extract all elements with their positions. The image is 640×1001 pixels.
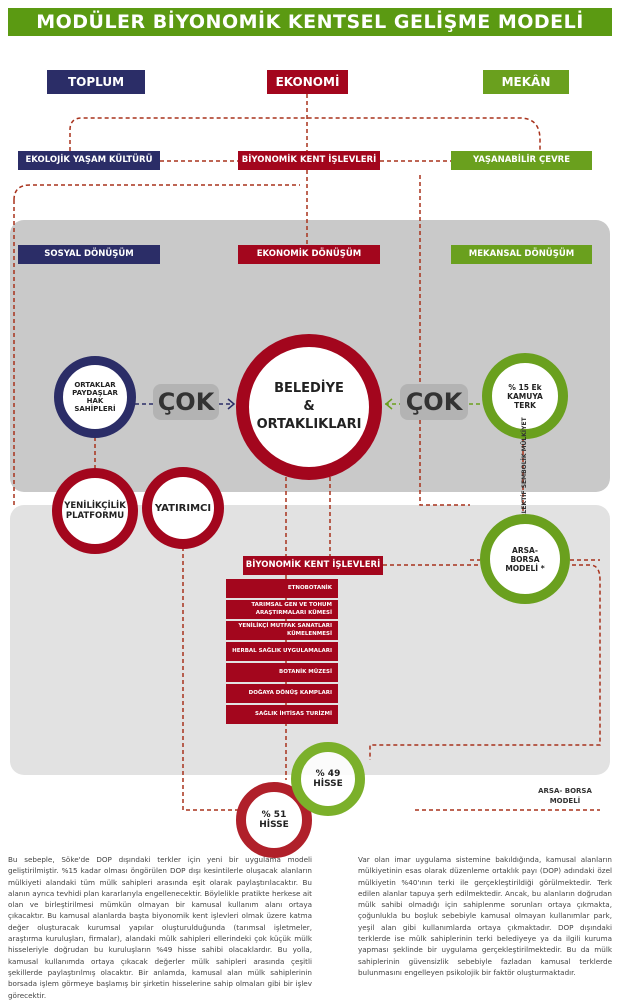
arsa-borsa-note: ARSA- BORSA MODELİ xyxy=(538,787,592,805)
functions-title: BİYONOMİK KENT İŞLEVLERİ xyxy=(243,556,383,575)
circle-51-hisse: % 51 HİSSE xyxy=(236,782,312,858)
function-item: BOTANİK MÜZESİ xyxy=(226,663,338,682)
label-sosyal-donusum: SOSYAL DÖNÜŞÜM xyxy=(18,245,160,264)
paragraph-right: Var olan imar uygulama sistemine bakıldı… xyxy=(358,855,612,977)
column-header-mekan: MEKÂN xyxy=(483,70,569,94)
label-mekansal-donusum: MEKANSAL DÖNÜŞÜM xyxy=(451,245,592,264)
label-biyonomik-kent: BİYONOMİK KENT İŞLEVLERİ xyxy=(238,151,380,170)
cok-right: ÇOK xyxy=(400,384,468,420)
function-item: HERBAL SAĞLIK UYGULAMALARI xyxy=(226,642,338,661)
circle-ortaklar: ORTAKLAR PAYDAŞLAR HAK SAHİPLERİ xyxy=(54,356,136,438)
circle-kamuya-terk: % 15 Ek KAMUYA TERK xyxy=(482,353,568,439)
vertical-label-kollektif: KOLLEKTİF SEMBOLİK MÜLKİYET xyxy=(521,417,528,527)
label-yasanabilir-cevre: YAŞANABİLİR ÇEVRE xyxy=(451,151,592,170)
circle-belediye: BELEDİYE & ORTAKLIKLARI xyxy=(236,334,382,480)
cok-left: ÇOK xyxy=(153,384,219,420)
belediye-line1: BELEDİYE xyxy=(274,381,344,396)
circle-49-hisse: % 49 HİSSE xyxy=(291,742,365,816)
paragraph-left: Bu sebeple, Söke'de DOP dışındaki terkle… xyxy=(8,855,312,1000)
column-header-ekonomi: EKONOMİ xyxy=(267,70,348,94)
function-item: TARIMSAL GEN VE TOHUM ARAŞTIRMALARI KÜME… xyxy=(226,600,338,619)
function-item: DOĞAYA DÖNÜŞ KAMPLARI xyxy=(226,684,338,703)
belediye-line2: & xyxy=(303,399,315,414)
function-item: SAĞLIK İHTİSAS TURİZMİ xyxy=(226,705,338,724)
circle-yenilikcilik: YENİLİKÇİLİK PLATFORMU xyxy=(52,468,138,554)
page-title: MODÜLER BİYONOMİK KENTSEL GELİŞME MODELİ xyxy=(8,8,612,36)
function-item: ETNOBOTANİK xyxy=(226,579,338,598)
belediye-line3: ORTAKLIKLARI xyxy=(256,417,362,432)
label-ekonomik-donusum: EKONOMİK DÖNÜŞÜM xyxy=(238,245,380,264)
label-ekolojik-yasam: EKOLOJİK YAŞAM KÜLTÜRÜ xyxy=(18,151,160,170)
column-header-toplum: TOPLUM xyxy=(47,70,145,94)
circle-arsa-borsa: ARSA- BORSA MODELİ * xyxy=(480,514,570,604)
circle-yatirimci: YATIRIMCI xyxy=(142,467,224,549)
function-item: YENİLİKÇİ MUTFAK SANATLARI KÜMELENMESİ xyxy=(226,621,338,640)
